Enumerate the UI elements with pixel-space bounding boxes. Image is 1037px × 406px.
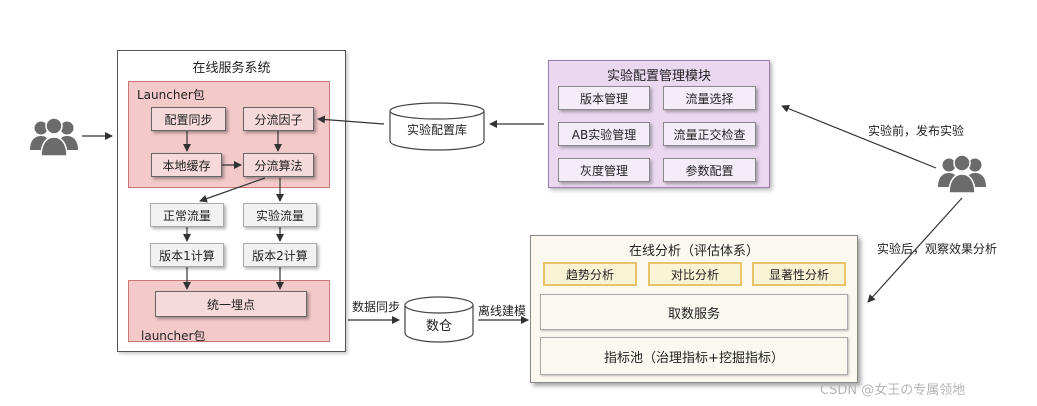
version1-calc-box: 版本1计算 — [150, 243, 224, 267]
ab-experiment-management-box: AB实验管理 — [558, 122, 650, 146]
launcher-top-label: Launcher包 — [137, 88, 205, 102]
metric-pool-box: 指标池（治理指标+挖掘指标） — [540, 337, 848, 375]
users-icon-left — [30, 116, 78, 158]
config-sync-box: 配置同步 — [151, 107, 226, 131]
online-analysis-title: 在线分析（评估体系） — [628, 244, 759, 259]
experiment-traffic-box: 实验流量 — [243, 203, 317, 227]
arrow-user-to-analysis — [867, 197, 963, 303]
database-icon — [404, 296, 474, 343]
arrow-db-to-split-factor — [317, 115, 385, 125]
significance-analysis-box: 显著性分析 — [752, 262, 846, 286]
traffic-orthogonal-check-box: 流量正交检查 — [663, 122, 756, 146]
fetch-service-box: 取数服务 — [540, 294, 848, 330]
experiment-config-db-label: 实验配置库 — [406, 122, 467, 137]
version-management-box: 版本管理 — [558, 86, 650, 110]
data-sync-label: 数据同步 — [352, 300, 401, 314]
parameter-config-box: 参数配置 — [663, 158, 756, 182]
arrow-algorithm-to-normal — [199, 177, 266, 203]
watermark: CSDN @女王の专属领地 — [820, 383, 966, 398]
launcher-bottom-label: launcher包 — [141, 329, 206, 343]
split-algorithm-box: 分流算法 — [243, 153, 314, 177]
traffic-selection-box: 流量选择 — [663, 86, 756, 110]
local-cache-box: 本地缓存 — [151, 153, 222, 177]
offline-modeling-label: 离线建模 — [478, 304, 527, 318]
split-factor-box: 分流因子 — [243, 107, 314, 131]
users-icon-right — [938, 153, 986, 195]
before-experiment-label: 实验前，发布实验 — [868, 124, 965, 138]
unified-tracking-box: 统一埋点 — [155, 291, 307, 317]
gray-release-management-box: 灰度管理 — [558, 158, 650, 182]
trend-analysis-box: 趋势分析 — [543, 262, 637, 286]
experiment-config-module-title: 实验配置管理模块 — [606, 69, 711, 84]
database-icon — [389, 102, 485, 151]
comparison-analysis-box: 对比分析 — [648, 262, 742, 286]
arrow-user-to-module — [781, 104, 937, 169]
version2-calc-box: 版本2计算 — [243, 243, 317, 267]
data-warehouse-label: 数仓 — [425, 318, 452, 334]
normal-traffic-box: 正常流量 — [150, 203, 224, 227]
after-experiment-label: 实验后，观察效果分析 — [877, 242, 998, 256]
data-warehouse-db — [403, 295, 475, 345]
experiment-config-db — [388, 101, 486, 153]
online-service-system-title: 在线服务系统 — [192, 61, 271, 76]
